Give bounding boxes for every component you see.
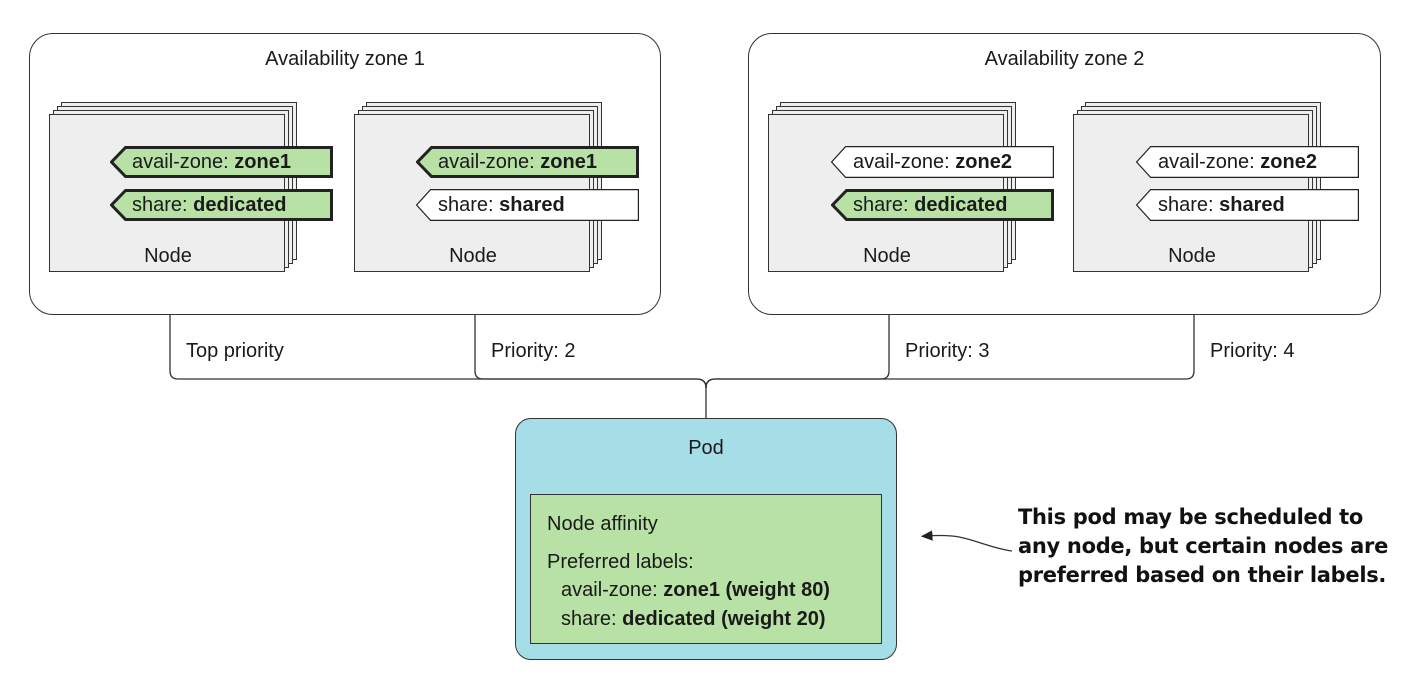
- node-stack-1: Node: [49, 102, 309, 282]
- label-tag: share: dedicated: [110, 189, 333, 221]
- label-tag: avail-zone: zone2: [1136, 146, 1359, 178]
- connector-to-node-4: [705, 284, 1200, 389]
- label-tag-shape: [416, 189, 639, 221]
- label-tag-shape: [110, 146, 333, 178]
- annotation-note: This pod may be scheduled to any node, b…: [1018, 503, 1388, 590]
- priority-label-2: Priority: 2: [491, 340, 576, 362]
- node-label: Node: [144, 245, 192, 267]
- label-tag-text: share: dedicated: [132, 193, 287, 216]
- label-tag-text: share: dedicated: [853, 193, 1008, 216]
- label-tag-text: avail-zone: zone2: [1158, 150, 1317, 173]
- node-affinity-box: Node affinity Preferred labels: avail-zo…: [530, 494, 882, 644]
- node-label: Node: [863, 245, 911, 267]
- label-tag-shape: [1136, 189, 1359, 221]
- label-tag-text: share: shared: [438, 193, 565, 216]
- note-pointer-arrow: [920, 530, 1013, 552]
- priority-label-1: Top priority: [186, 340, 284, 362]
- zone-title: Availability zone 1: [265, 48, 425, 70]
- label-tag: avail-zone: zone1: [416, 146, 639, 178]
- label-tag: share: dedicated: [831, 189, 1054, 221]
- label-tag: avail-zone: zone2: [831, 146, 1054, 178]
- annotation-line: preferred based on their labels.: [1018, 563, 1387, 587]
- label-tag-shape: [831, 146, 1054, 178]
- label-tag: avail-zone: zone1: [110, 146, 333, 178]
- label-tag-shape: [110, 189, 333, 221]
- label-tag-text: share: shared: [1158, 193, 1285, 216]
- label-tag: share: shared: [1136, 189, 1359, 221]
- pod-title: Pod: [688, 437, 724, 459]
- label-tag-shape: [416, 146, 639, 178]
- annotation-line: This pod may be scheduled to: [1018, 505, 1364, 529]
- affinity-rule-zone: avail-zone: zone1 (weight 80): [561, 579, 830, 601]
- node-label: Node: [449, 245, 497, 267]
- affinity-rule-share: share: dedicated (weight 20): [561, 608, 826, 630]
- connector-to-node-2: [469, 284, 707, 389]
- label-tag-text: avail-zone: zone1: [132, 150, 291, 173]
- zone-title: Availability zone 2: [984, 48, 1145, 70]
- node-stack-3: Node: [768, 102, 1028, 282]
- label-tag-shape: [831, 189, 1054, 221]
- label-tag-text: avail-zone: zone1: [438, 150, 597, 173]
- annotation-line: any node, but certain nodes are: [1018, 534, 1389, 558]
- label-tag: share: shared: [416, 189, 639, 221]
- priority-label-3: Priority: 3: [905, 340, 990, 362]
- affinity-heading: Node affinity: [547, 513, 658, 535]
- pod-box: Pod Node affinity Preferred labels: avai…: [515, 418, 897, 660]
- affinity-subheading: Preferred labels:: [547, 551, 694, 573]
- priority-label-4: Priority: 4: [1210, 340, 1295, 362]
- label-tag-shape: [1136, 146, 1359, 178]
- node-label: Node: [1168, 245, 1216, 267]
- label-tag-text: avail-zone: zone2: [853, 150, 1012, 173]
